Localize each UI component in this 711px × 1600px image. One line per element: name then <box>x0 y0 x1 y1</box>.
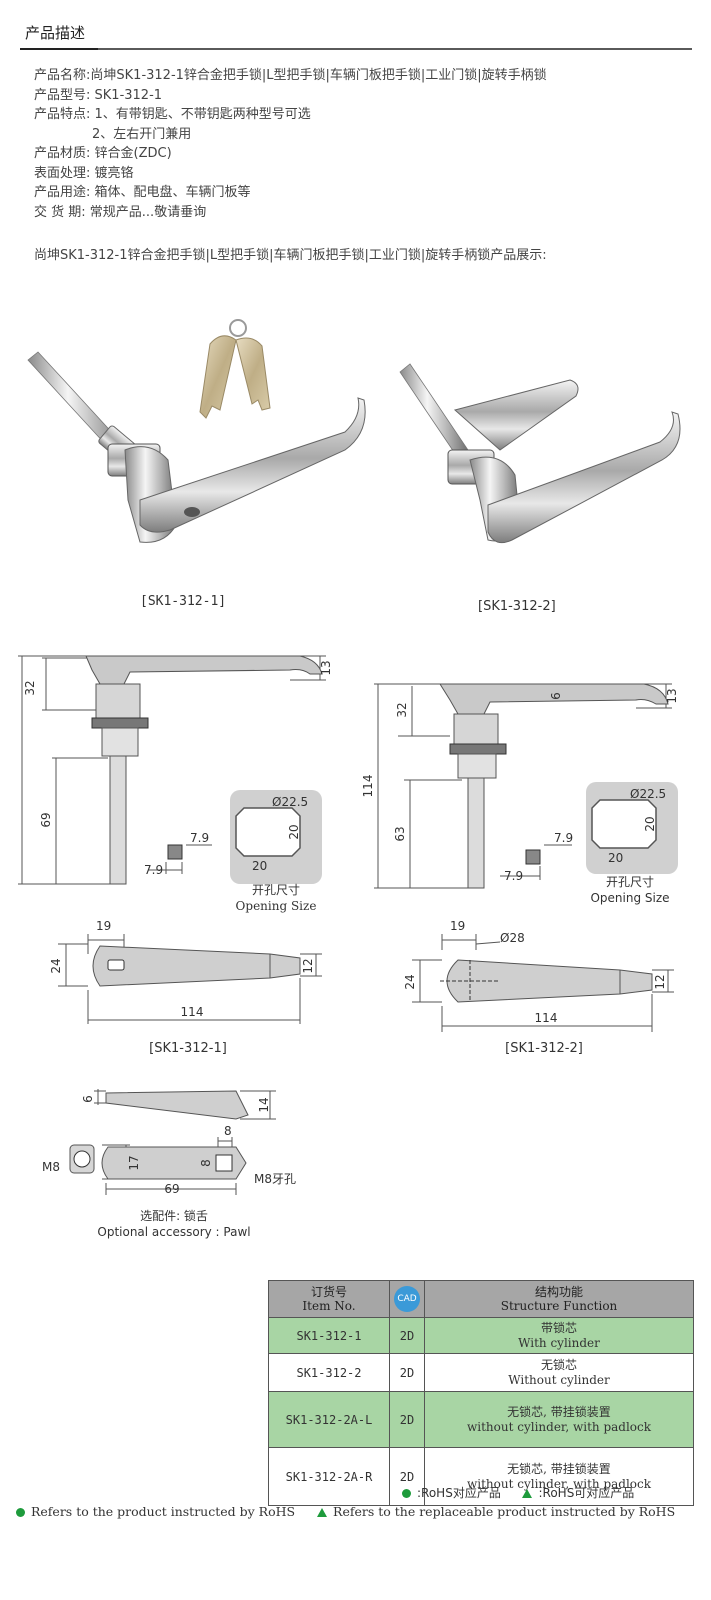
opening-size-en-right: Opening Size <box>590 891 669 905</box>
product-specs: 产品名称:尚坤SK1-312-1锌合金把手锁|L型把手锁|车辆门板把手锁|工业门… <box>34 66 547 222</box>
dim-right-7-9a: 7.9 <box>554 831 573 845</box>
dim-left-7-9b: 7.9 <box>144 863 163 877</box>
dim-right-22-5: Ø22.5 <box>630 787 666 801</box>
opening-size-cn-left: 开孔尺寸 <box>252 883 300 897</box>
dim-top-left-24: 24 <box>49 958 63 973</box>
pawl-caption-cn: 选配件: 锁舌 <box>140 1208 208 1223</box>
dim-top-right-114: 114 <box>535 1011 558 1025</box>
dim-left-32: 32 <box>23 680 37 695</box>
dim-right-6: 6 <box>549 692 563 700</box>
dim-left-22-5: Ø22.5 <box>272 795 308 809</box>
opening-size-cn-right: 开孔尺寸 <box>606 875 654 889</box>
spec-material: 产品材质: 锌合金(ZDC) <box>34 146 172 161</box>
showcase-caption: 尚坤SK1-312-1锌合金把手锁|L型把手锁|车辆门板把手锁|工业门锁|旋转手… <box>34 248 547 263</box>
row-cad[interactable]: 2D <box>389 1391 425 1448</box>
dim-right-20a: 20 <box>643 816 657 831</box>
dim-pawl-17: 17 <box>127 1155 141 1170</box>
dim-top-right-12: 12 <box>653 974 667 989</box>
pawl-m8-hole: M8牙孔 <box>254 1172 296 1186</box>
spec-feature: 产品特点: 1、有带钥匙、不带钥匙两种型号可选 <box>34 107 311 122</box>
dim-pawl-14: 14 <box>257 1097 271 1112</box>
dim-top-left-19: 19 <box>96 920 111 933</box>
dim-pawl-69: 69 <box>164 1182 179 1196</box>
row-item: SK1-312-2A-R <box>268 1447 390 1506</box>
legend-en: Refers to the product instructed by RoHS… <box>16 1504 675 1519</box>
dim-left-20b: 20 <box>252 859 267 873</box>
replaceable-triangle-icon <box>317 1508 328 1517</box>
section-header: 产品描述 <box>20 18 692 50</box>
spec-name: 产品名称:尚坤SK1-312-1锌合金把手锁|L型把手锁|车辆门板把手锁|工业门… <box>34 68 547 83</box>
dim-right-20b: 20 <box>608 851 623 865</box>
opening-size-en-left: Opening Size <box>236 899 317 913</box>
header-cad: CAD <box>389 1280 425 1318</box>
top-right-caption: [SK1-312-2] <box>505 1041 583 1056</box>
row-cad[interactable]: 2D <box>389 1317 425 1354</box>
spec-usage: 产品用途: 箱体、配电盘、车辆门板等 <box>34 185 251 200</box>
dim-right-7-9b: 7.9 <box>504 869 523 883</box>
cad-icon: CAD <box>394 1286 420 1312</box>
legend-cn: :RoHS对应产品 :RoHS可对应产品 <box>402 1484 634 1501</box>
section-title: 产品描述 <box>25 24 86 42</box>
side-view-drawings: 32 13 69 7.9 7.9 Ø22.5 20 20 开孔尺寸 Openin… <box>18 655 679 913</box>
spec-feature-2: 2、左右开门兼用 <box>92 126 192 142</box>
photo-left-caption: [SK1-312-1] <box>140 594 226 609</box>
photo-lock-with-key <box>27 319 366 543</box>
top-left-caption: [SK1-312-1] <box>149 1041 227 1056</box>
dim-right-13: 13 <box>665 688 679 703</box>
dim-left-20a: 20 <box>287 824 301 839</box>
dim-left-7-9a: 7.9 <box>190 831 209 845</box>
row-cad[interactable]: 2D <box>389 1353 425 1392</box>
dim-top-right-19: 19 <box>450 920 465 933</box>
top-view-drawings: 19 24 12 114 [SK1-312-1] 19 Ø28 24 12 11… <box>49 920 674 1056</box>
pawl-caption-en: Optional accessory : Pawl <box>97 1225 250 1239</box>
dim-left-13: 13 <box>319 660 333 675</box>
photo-lock-padlock <box>399 363 681 544</box>
replaceable-triangle-icon <box>522 1489 533 1498</box>
dim-right-32: 32 <box>395 702 409 717</box>
rohs-dot-icon <box>402 1489 411 1498</box>
product-photos: [SK1-312-1] [SK1-312-2] <box>27 319 681 614</box>
dim-right-63: 63 <box>393 826 407 841</box>
dim-left-69: 69 <box>39 812 53 827</box>
spec-surface: 表面处理: 镀亮铬 <box>34 165 134 181</box>
spec-delivery: 交 货 期: 常规产品...敬请垂询 <box>34 204 207 220</box>
dim-top-left-12: 12 <box>301 958 315 973</box>
dim-top-right-24: 24 <box>403 974 417 989</box>
row-item: SK1-312-2 <box>268 1353 390 1392</box>
dim-top-right-28: Ø28 <box>500 931 525 945</box>
row-item: SK1-312-2A-L <box>268 1391 390 1448</box>
spec-model: 产品型号: SK1-312-1 <box>34 87 163 103</box>
dim-pawl-6: 6 <box>81 1095 95 1103</box>
rohs-dot-icon <box>16 1508 25 1517</box>
dim-pawl-8b: 8 <box>199 1159 213 1167</box>
row-item: SK1-312-1 <box>268 1317 390 1354</box>
dim-top-left-114: 114 <box>181 1005 204 1019</box>
photo-right-caption: [SK1-312-2] <box>478 599 556 614</box>
dim-right-114: 114 <box>361 775 375 798</box>
pawl-m8: M8 <box>42 1160 60 1174</box>
dim-pawl-8a: 8 <box>224 1124 232 1138</box>
pawl-drawing: 6 14 8 8 17 69 M8 M8牙孔 选配件: 锁舌 Optional … <box>42 1089 296 1239</box>
